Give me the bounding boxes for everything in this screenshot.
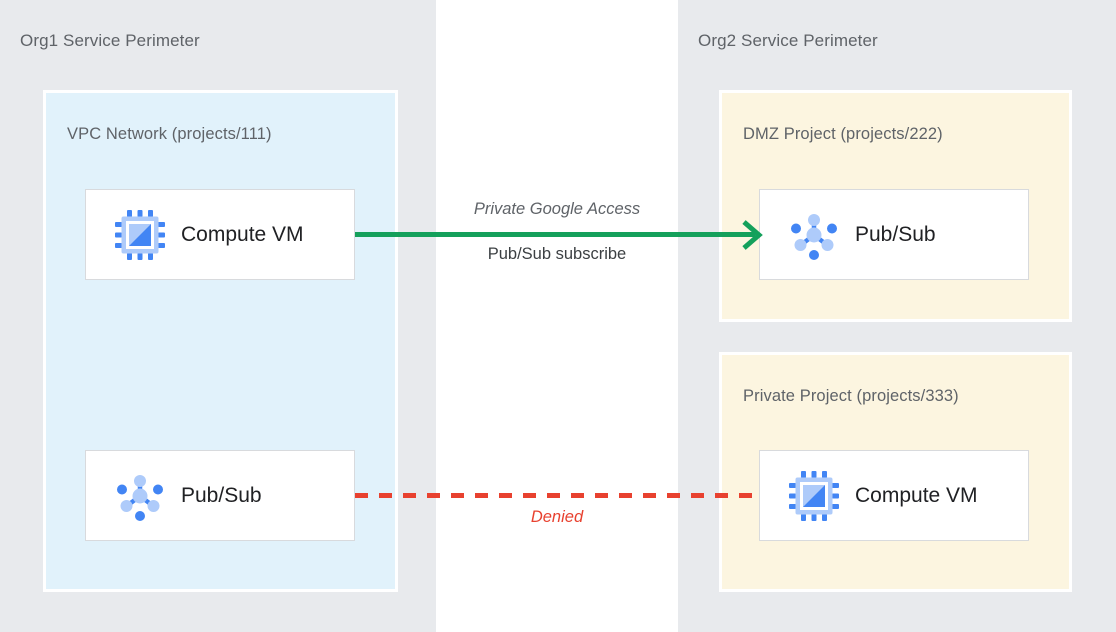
resource-label-compute-vm-right: Compute VM: [855, 483, 978, 507]
connection-denied-line: [355, 493, 759, 498]
connection-allowed-line: [355, 232, 755, 237]
perimeter-org2-title: Org2 Service Perimeter: [698, 31, 878, 50]
resource-label-compute-vm-left: Compute VM: [181, 222, 304, 246]
resource-card-pubsub-left[interactable]: Pub/Sub: [85, 450, 355, 541]
compute-engine-icon: [787, 469, 841, 523]
resource-card-compute-vm-right[interactable]: Compute VM: [759, 450, 1029, 541]
resource-label-pubsub-left: Pub/Sub: [181, 483, 262, 507]
resource-label-pubsub-right: Pub/Sub: [855, 222, 936, 246]
project-title-private: Private Project (projects/333): [743, 387, 959, 405]
resource-card-compute-vm-left[interactable]: Compute VM: [85, 189, 355, 280]
connection-denied-label: Denied: [530, 508, 584, 526]
project-title-dmz: DMZ Project (projects/222): [743, 125, 943, 143]
resource-card-pubsub-right[interactable]: Pub/Sub: [759, 189, 1029, 280]
perimeter-org1-title: Org1 Service Perimeter: [20, 31, 200, 50]
compute-engine-icon: [113, 208, 167, 262]
pubsub-icon: [787, 208, 841, 262]
pubsub-icon: [113, 469, 167, 523]
arrow-head-icon: [735, 219, 767, 251]
project-title-vpc-network: VPC Network (projects/111): [67, 125, 272, 143]
connection-allowed-label-bottom: Pub/Sub subscribe: [487, 245, 627, 263]
connection-allowed-label-top: Private Google Access: [473, 200, 641, 218]
